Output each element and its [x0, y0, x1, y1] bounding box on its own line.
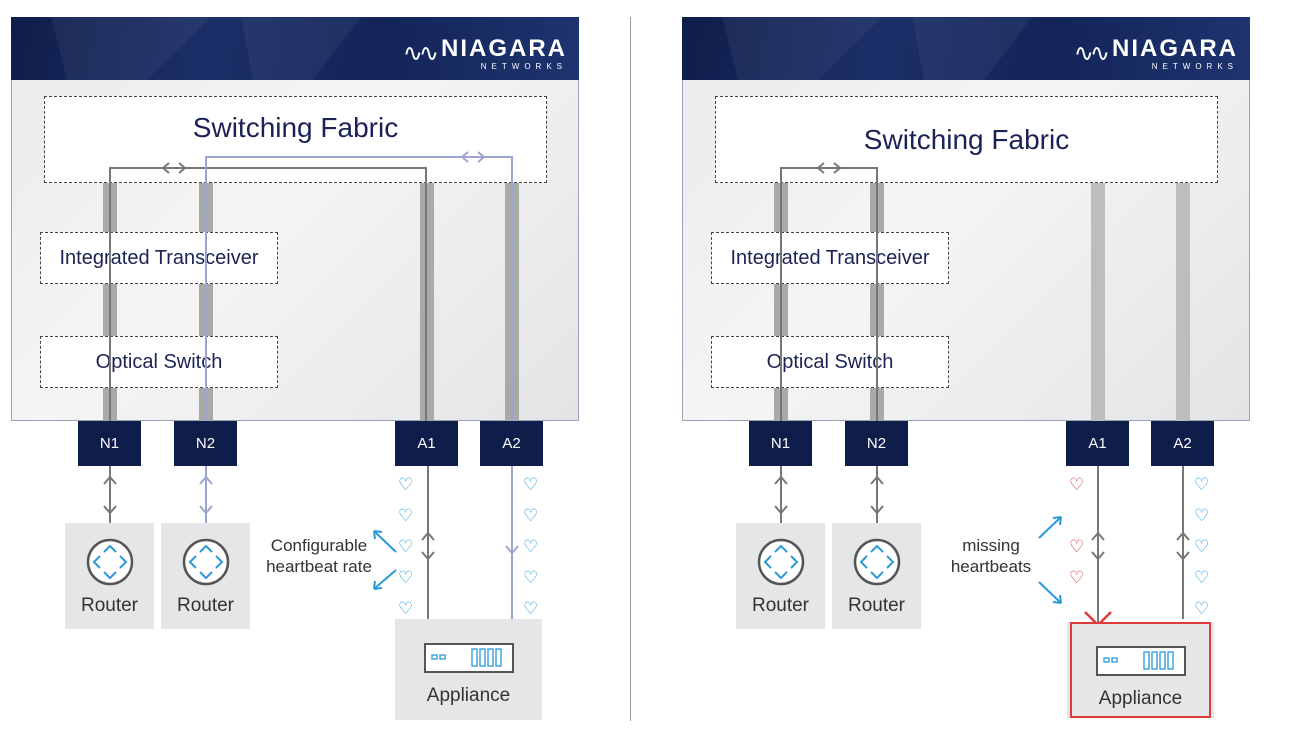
chassis-header: ∿∿ NIAGARA NETWORKS: [11, 17, 579, 80]
appliance-icon: [423, 643, 514, 673]
router-icon: [182, 538, 229, 586]
left-connection-lines: [103, 151, 519, 619]
optical-switch: Optical Switch: [711, 336, 949, 388]
niagara-logo: ∿∿ NIAGARA NETWORKS: [1073, 35, 1238, 72]
router-icon: [757, 538, 804, 586]
logo-name: NIAGARA: [441, 35, 567, 62]
appliance-device: Appliance: [395, 619, 542, 720]
heartbeat-icon: ♡: [398, 568, 414, 587]
heartbeat-icon: ♡: [1194, 475, 1210, 494]
heartbeat-icon: ♡: [1069, 537, 1085, 556]
appliance-label: Appliance: [1098, 688, 1183, 709]
heartbeat-icon: ♡: [1069, 568, 1085, 587]
heartbeat-note: missing heartbeats: [950, 536, 1032, 576]
port-n1: N1: [78, 421, 141, 466]
router-icon: [86, 538, 133, 586]
heartbeat-icon: ♡: [523, 537, 539, 556]
heartbeat-icon: ♡: [398, 599, 414, 618]
appliance-icon: [1095, 646, 1186, 676]
chassis-header: ∿∿ NIAGARA NETWORKS: [682, 17, 1250, 80]
logo-name: NIAGARA: [1112, 35, 1238, 62]
left-panel: ∿∿ NIAGARA NETWORKS Switching Fabric Int…: [0, 0, 640, 744]
router-device: Router: [161, 523, 250, 629]
heartbeat-icon: ♡: [398, 506, 414, 525]
router-label: Router: [751, 595, 810, 616]
heartbeat-icon: ♡: [1069, 475, 1085, 494]
heartbeat-icon: ♡: [1194, 506, 1210, 525]
heartbeat-icon: ♡: [1194, 599, 1210, 618]
heartbeat-icon: ♡: [523, 506, 539, 525]
logo-sub: NETWORKS: [480, 62, 567, 71]
port-n2: N2: [174, 421, 237, 466]
heartbeat-icon: ♡: [1194, 568, 1210, 587]
heartbeat-icon: ♡: [398, 537, 414, 556]
port-a2: A2: [1151, 421, 1214, 466]
panel-divider: [630, 17, 631, 721]
heartbeat-icon: ♡: [523, 599, 539, 618]
port-a1: A1: [1066, 421, 1129, 466]
router-device: Router: [736, 523, 825, 629]
right-panel: ∿∿ NIAGARA NETWORKS Switching Fabric Int…: [671, 0, 1289, 744]
optical-switch: Optical Switch: [40, 336, 278, 388]
appliance-label: Appliance: [426, 685, 511, 706]
niagara-logo-mark: ∿∿: [1073, 40, 1110, 67]
router-device: Router: [65, 523, 154, 629]
failed-appliance-outline: [1070, 622, 1211, 718]
port-n1: N1: [749, 421, 812, 466]
logo-sub: NETWORKS: [1151, 62, 1238, 71]
heartbeat-note: Configurable heartbeat rate: [266, 536, 372, 576]
router-label: Router: [176, 595, 235, 616]
right-connection-lines: [774, 162, 1190, 639]
port-a1: A1: [395, 421, 458, 466]
heartbeat-icon: ♡: [523, 475, 539, 494]
appliance-device: Appliance: [1067, 622, 1214, 718]
router-label: Router: [847, 595, 906, 616]
router-label: Router: [80, 595, 139, 616]
port-a2: A2: [480, 421, 543, 466]
router-icon: [853, 538, 900, 586]
niagara-logo: ∿∿ NIAGARA NETWORKS: [402, 35, 567, 72]
router-device: Router: [832, 523, 921, 629]
port-n2: N2: [845, 421, 908, 466]
heartbeat-icon: ♡: [398, 475, 414, 494]
niagara-logo-mark: ∿∿: [402, 40, 439, 67]
heartbeat-icon: ♡: [1194, 537, 1210, 556]
heartbeat-icon: ♡: [523, 568, 539, 587]
